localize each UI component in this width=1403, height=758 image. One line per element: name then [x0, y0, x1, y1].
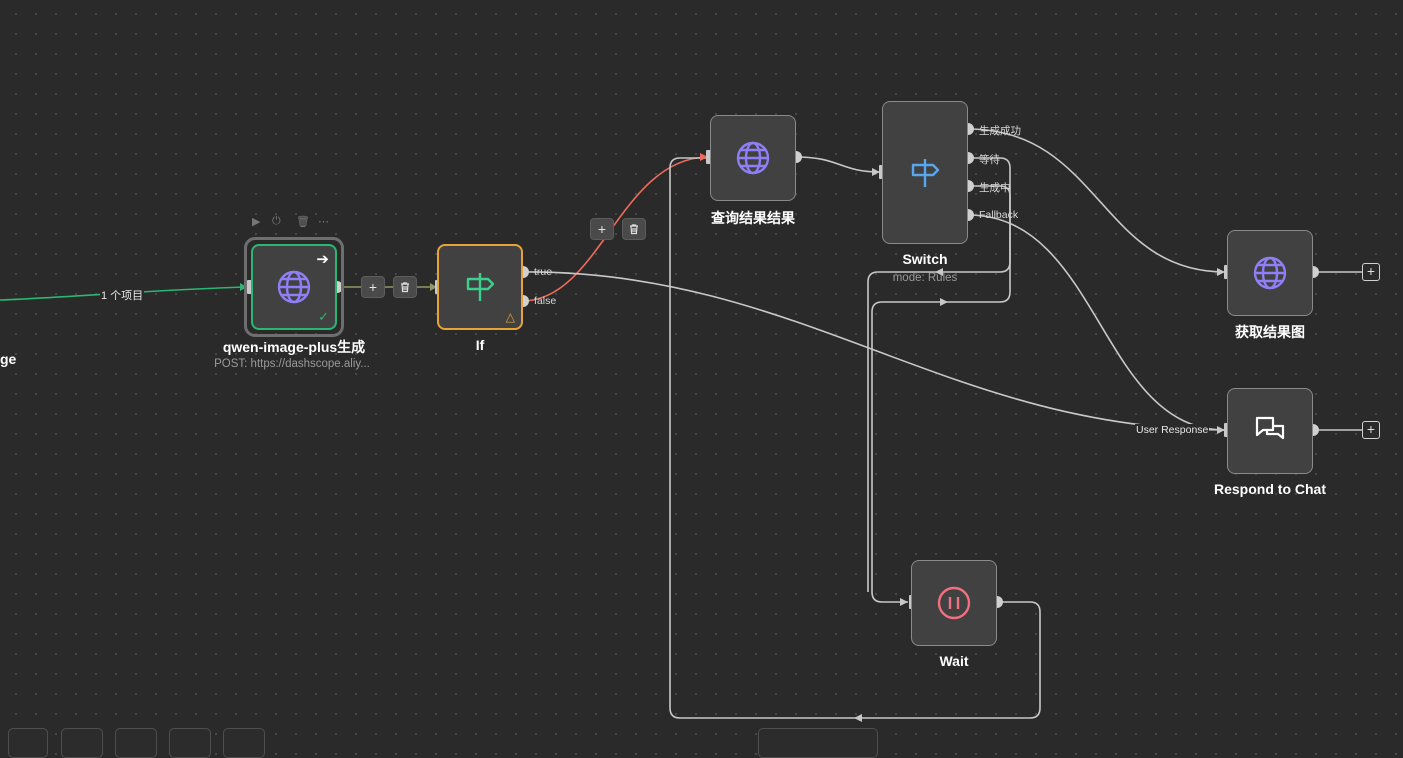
node-subtitle: POST: https://dashscope.aliy...	[214, 358, 370, 370]
edge-query-to-switch	[795, 156, 881, 173]
node-title: If	[475, 337, 485, 353]
play-icon[interactable]: ▶	[252, 216, 261, 228]
node-switch[interactable]	[882, 101, 968, 244]
input-label-user-response: User Response	[1135, 424, 1210, 436]
port-label-waiting: 等待	[979, 154, 1000, 166]
edge-if-true-to-respond	[522, 271, 1226, 431]
globe-icon	[276, 269, 312, 305]
partial-node-title[interactable]: ge	[0, 351, 17, 367]
node-respond-to-chat[interactable]	[1227, 388, 1313, 474]
trash-icon[interactable]: 🗑	[296, 216, 310, 228]
add-next-node-button[interactable]: +	[1362, 263, 1380, 281]
power-icon[interactable]: ⏻	[272, 215, 281, 227]
edge-item-count-label: 1 个项目	[100, 287, 145, 303]
add-next-node-button[interactable]: +	[1362, 421, 1380, 439]
pause-circle-icon	[936, 585, 972, 621]
tidy-up-button[interactable]	[223, 728, 265, 758]
trash-icon	[630, 224, 638, 235]
node-title: Switch	[902, 251, 948, 267]
delete-connection-button[interactable]	[393, 276, 417, 298]
globe-icon	[1252, 255, 1288, 291]
node-title: Wait	[939, 653, 969, 669]
node-get-result-image[interactable]	[1227, 230, 1313, 316]
connections-layer	[0, 123, 1362, 722]
globe-icon	[735, 140, 771, 176]
node-title: Respond to Chat	[1214, 481, 1326, 497]
signpost-icon	[907, 155, 943, 191]
reset-zoom-button[interactable]	[169, 728, 211, 758]
more-icon[interactable]: ⋯	[318, 216, 329, 228]
edge-if-false-to-query	[522, 156, 709, 302]
zoom-in-button[interactable]	[61, 728, 103, 758]
checkmark-icon: ✓	[318, 309, 329, 324]
signpost-icon	[462, 269, 498, 305]
port-label-fallback: Fallback	[979, 209, 1019, 221]
node-title: qwen-image-plus生成	[222, 339, 366, 355]
delete-connection-button[interactable]	[622, 218, 646, 240]
node-qwen-image-plus[interactable]: ➔ ✓	[251, 244, 337, 330]
node-selection-ring	[244, 237, 344, 337]
warning-icon: △	[505, 310, 515, 324]
port-label-success: 生成成功	[979, 125, 1021, 137]
edge-switch-processing-to-wait	[867, 185, 1011, 592]
execute-workflow-button[interactable]	[758, 728, 878, 758]
trash-icon	[401, 282, 409, 293]
chat-bubbles-icon	[1252, 413, 1288, 449]
node-title: 查询结果结果	[711, 210, 795, 226]
arrow-right-icon: ➔	[316, 251, 329, 268]
node-if[interactable]: △	[437, 244, 523, 330]
edge-switch-success-to-getimage	[967, 128, 1226, 273]
port-label-true: true	[534, 266, 553, 278]
node-query-result[interactable]	[710, 115, 796, 201]
port-label-false: false	[534, 295, 557, 307]
node-title: 获取结果图	[1235, 324, 1305, 340]
add-node-button[interactable]: +	[590, 218, 614, 240]
zoom-out-button[interactable]	[115, 728, 157, 758]
edge-switch-fallback-to-respond	[967, 214, 1226, 431]
node-subtitle: mode: Rules	[892, 272, 958, 284]
add-node-button[interactable]: +	[361, 276, 385, 298]
port-label-processing: 生成中	[979, 182, 1011, 194]
node-wait[interactable]	[911, 560, 997, 646]
zoom-to-fit-button[interactable]	[8, 728, 48, 758]
